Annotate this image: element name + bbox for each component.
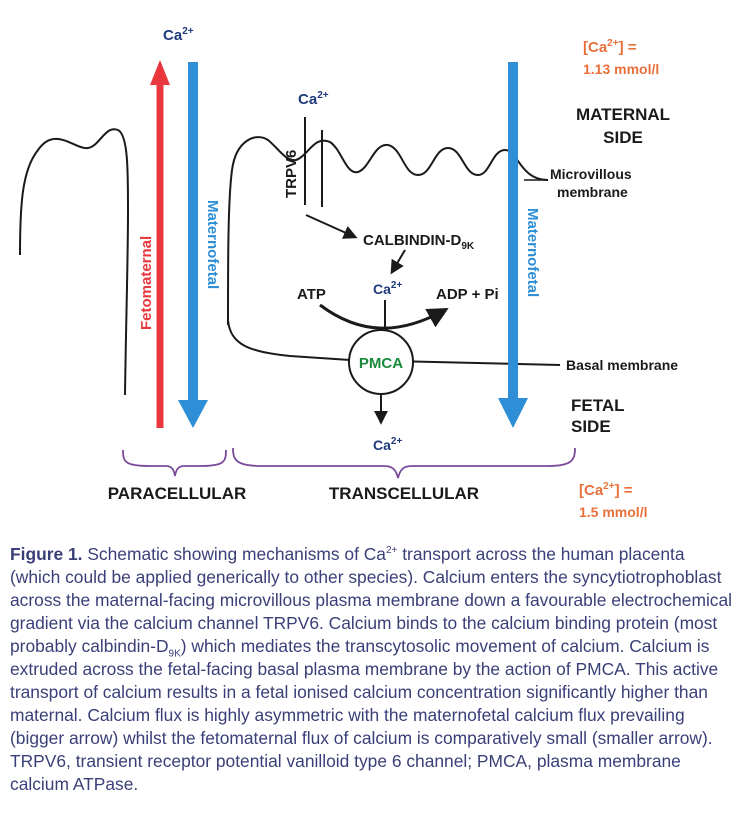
microvillous-label-2: membrane xyxy=(557,184,628,200)
fetal-side-label-2: SIDE xyxy=(571,417,611,436)
transcellular-brace xyxy=(232,447,576,479)
fetal-concentration-value: 1.5 mmol/l xyxy=(579,504,647,520)
maternal-side-label-2: SIDE xyxy=(603,128,643,147)
maternofetal-label-right: Maternofetal xyxy=(524,208,541,297)
maternofetal-label-left: Maternofetal xyxy=(204,200,221,289)
maternal-concentration-label: [Ca2+] = xyxy=(583,38,637,56)
microvillous-membrane xyxy=(227,136,549,326)
ca-center-label: Ca2+ xyxy=(373,280,402,297)
atp-label: ATP xyxy=(297,286,326,303)
caption-text-1: Schematic showing mechanisms of Ca xyxy=(82,544,386,564)
caption-subscript: 9K xyxy=(168,648,181,660)
basal-membrane-label: Basal membrane xyxy=(566,357,678,373)
ca-top-label: Ca2+ xyxy=(163,26,194,44)
trpv6-to-calbindin-arrow xyxy=(305,214,358,239)
caption-text-3: ) which mediates the transcytosolic move… xyxy=(10,636,719,794)
adp-label: ADP + Pi xyxy=(436,286,499,303)
microvillous-label-1: Microvillous xyxy=(550,166,632,182)
placenta-calcium-diagram: PMCA Fetomaternal Maternofetal Maternofe… xyxy=(19,26,678,520)
maternal-concentration-value: 1.13 mmol/l xyxy=(583,61,659,77)
pmca-label: PMCA xyxy=(359,355,403,372)
caption-text-2: transport across the human placenta (whi… xyxy=(10,544,733,656)
figure-caption: Figure 1. Schematic showing mechanisms o… xyxy=(10,543,738,796)
paracellular-brace xyxy=(122,449,227,477)
paracellular-label: PARACELLULAR xyxy=(108,484,247,503)
maternofetal-arrow-left xyxy=(178,62,208,428)
calbindin-to-ca-arrow xyxy=(390,249,406,275)
left-cell-outline xyxy=(19,128,130,396)
transcellular-label: TRANSCELLULAR xyxy=(329,484,479,503)
pmca-circle xyxy=(348,329,414,395)
calbindin-label: CALBINDIN-D9K xyxy=(363,232,475,252)
maternofetal-arrow-right xyxy=(498,62,528,428)
ca-bottom-label: Ca2+ xyxy=(373,436,402,453)
basal-membrane xyxy=(227,319,561,366)
fetal-side-label-1: FETAL xyxy=(571,396,625,415)
trpv6-label: TRPV6 xyxy=(283,150,300,198)
fetal-concentration-label: [Ca2+] = xyxy=(579,481,633,499)
maternal-side-label-1: MATERNAL xyxy=(576,105,670,124)
ca-trpv6-label: Ca2+ xyxy=(298,90,329,108)
fetomaternal-arrow xyxy=(150,60,170,428)
atp-to-adp-arrow xyxy=(319,303,449,330)
figure-label: Figure 1. xyxy=(10,544,83,564)
fetomaternal-label: Fetomaternal xyxy=(138,236,155,330)
caption-superscript: 2+ xyxy=(385,545,398,557)
